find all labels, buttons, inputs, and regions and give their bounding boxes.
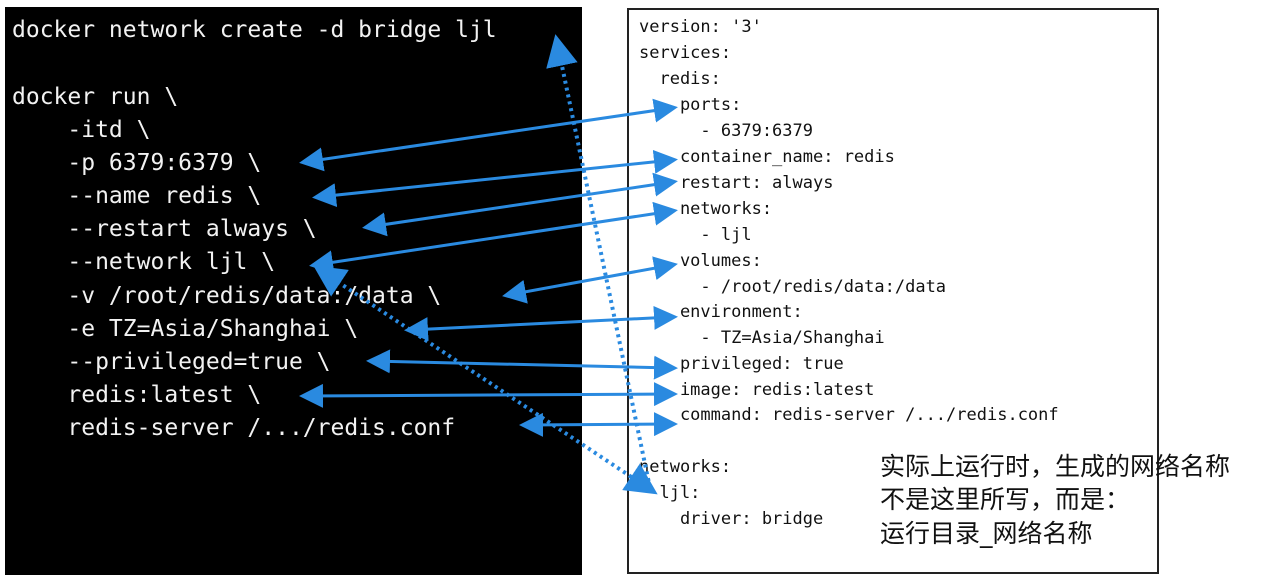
- note-line-3: 运行目录_网络名称: [880, 519, 1093, 548]
- cli-line-ports: -p 6379:6379 \: [12, 150, 262, 176]
- cli-line-image: redis:latest \: [12, 382, 262, 408]
- yaml-line-image: image: redis:latest: [639, 380, 875, 400]
- yaml-line-container-name: container_name: redis: [639, 147, 895, 167]
- yaml-line-volumes-value: - /root/redis/data:/data: [639, 277, 947, 297]
- yaml-line-volumes: volumes:: [639, 251, 762, 271]
- cli-line-privileged: --privileged=true \: [12, 349, 331, 375]
- cli-line-network: --network ljl \: [12, 249, 276, 275]
- note-line-1: 实际上运行时，生成的网络名称: [880, 452, 1231, 481]
- cli-line-command: redis-server /.../redis.conf: [12, 415, 456, 441]
- yaml-line-redis: redis:: [639, 69, 721, 89]
- yaml-line-restart: restart: always: [639, 173, 834, 193]
- cli-line-itd: -itd \: [12, 117, 151, 143]
- yaml-line-version: version: '3': [639, 17, 762, 37]
- cli-line-volume: -v /root/redis/data:/data \: [12, 283, 442, 309]
- yaml-line-environment: environment:: [639, 302, 803, 322]
- cli-line-env: -e TZ=Asia/Shanghai \: [12, 316, 359, 342]
- yaml-line-networks: networks:: [639, 199, 773, 219]
- yaml-line-ports-value: - 6379:6379: [639, 121, 813, 141]
- yaml-line-command: command: redis-server /.../redis.conf: [639, 405, 1059, 425]
- yaml-line-ports: ports:: [639, 95, 742, 115]
- cli-line-docker-run: docker run \: [12, 84, 179, 110]
- yaml-line-services: services:: [639, 43, 732, 63]
- cli-line-name: --name redis \: [12, 183, 262, 209]
- yaml-line-top-networks: networks:: [639, 457, 732, 477]
- docker-compose-panel: [627, 8, 1159, 574]
- cli-line-restart: --restart always \: [12, 216, 317, 242]
- yaml-line-network-ljl: ljl:: [639, 483, 701, 503]
- yaml-line-environment-value: - TZ=Asia/Shanghai: [639, 328, 885, 348]
- yaml-line-driver: driver: bridge: [639, 509, 824, 529]
- cli-line-network-create: docker network create -d bridge ljl: [12, 17, 497, 43]
- note-line-2: 不是这里所写，而是：: [880, 485, 1131, 514]
- yaml-line-networks-value: - ljl: [639, 225, 752, 245]
- yaml-line-privileged: privileged: true: [639, 354, 844, 374]
